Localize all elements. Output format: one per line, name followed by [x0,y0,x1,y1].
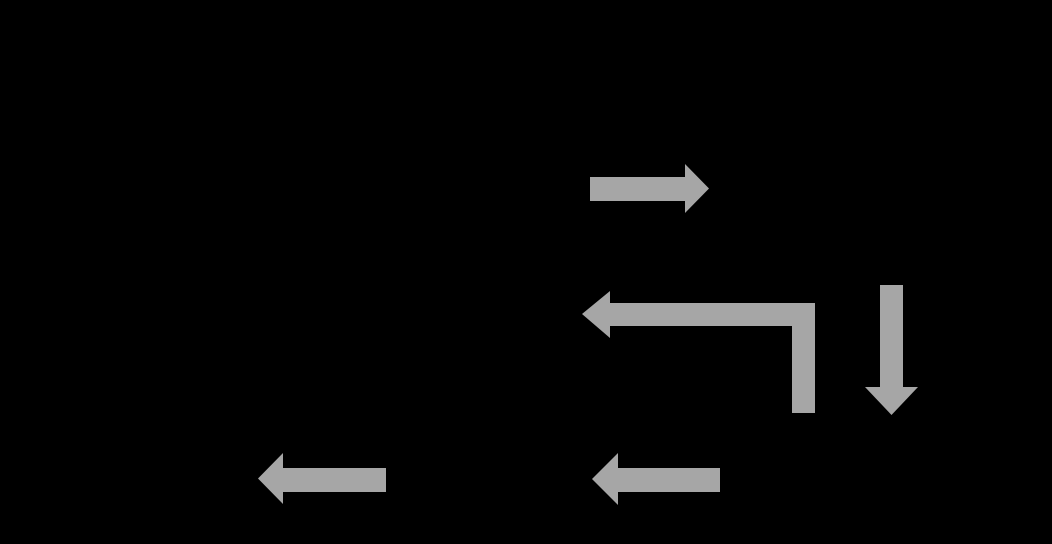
arrow-left-bottom-mid-icon [592,453,720,505]
arrow-left-bottom-left-icon [258,453,386,504]
arrow-down-right-icon [865,285,918,415]
arrow-elbow-left-icon [582,291,815,413]
arrow-right-top-icon [590,164,709,213]
